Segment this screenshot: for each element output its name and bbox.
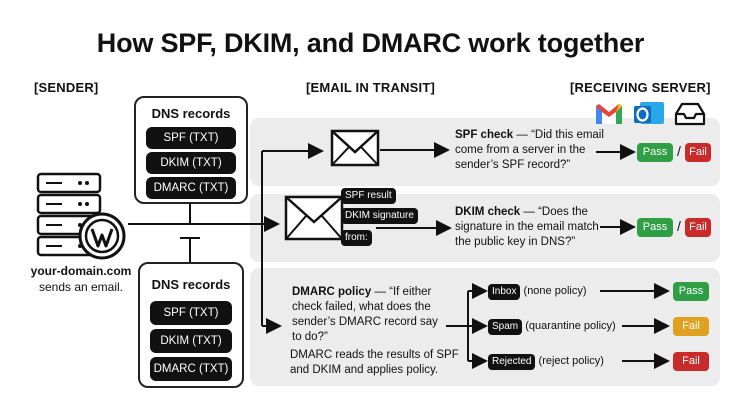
dkim-txt-record: DKIM (TXT)	[146, 152, 236, 174]
dkim-check-text: DKIM check — “Does the signature in the …	[455, 205, 605, 250]
outcome-tag: Inbox	[488, 284, 521, 300]
dkim-fail-badge: Fail	[685, 218, 711, 237]
dkim-check-question: — “Does the signature in the email match…	[455, 206, 599, 248]
spf-result-tag: SPF result	[341, 188, 396, 204]
spf-check-text: SPF check — “Did this email come from a …	[455, 128, 605, 173]
dmarc-txt-record: DMARC (TXT)	[150, 357, 232, 381]
dmarc-policy-text: DMARC policy — “If either check failed, …	[292, 285, 442, 345]
from-tag: from:	[341, 230, 372, 246]
outcome-policy: (reject policy)	[538, 355, 604, 367]
outcome-tag: Spam	[488, 319, 523, 335]
spam-result-badge: Fail	[673, 317, 709, 336]
dns-records-box-top: DNS records SPF (TXT) DKIM (TXT) DMARC (…	[134, 96, 248, 204]
spf-separator: /	[677, 143, 681, 159]
outcome-rejected: Rejected (reject policy)	[488, 353, 604, 370]
dns-records-heading: DNS records	[151, 106, 231, 121]
transit-column-heading: [EMAIL IN TRANSIT]	[306, 80, 436, 95]
sender-caption: sends an email.	[38, 280, 124, 294]
sender-column-heading: [SENDER]	[34, 80, 99, 95]
dmarc-policy-label: DMARC policy	[292, 286, 372, 298]
rejected-result-badge: Fail	[673, 352, 709, 371]
outcome-spam: Spam (quarantine policy)	[488, 318, 616, 335]
outcome-policy: (quarantine policy)	[525, 320, 616, 332]
outcome-policy: (none policy)	[523, 285, 587, 297]
dkim-pass-badge: Pass	[637, 218, 673, 237]
outcome-inbox: Inbox (none policy)	[488, 283, 587, 300]
dkim-txt-record: DKIM (TXT)	[150, 329, 232, 353]
spf-check-question: — “Did this email come from a server in …	[455, 129, 604, 171]
dmarc-txt-record: DMARC (TXT)	[146, 177, 236, 199]
dkim-check-label: DKIM check	[455, 206, 521, 218]
inbox-result-badge: Pass	[673, 282, 709, 301]
receiver-column-heading: [RECEIVING SERVER]	[570, 80, 711, 95]
outcome-tag: Rejected	[488, 354, 536, 370]
dns-records-box-bottom: DNS records SPF (TXT) DKIM (TXT) DMARC (…	[138, 262, 244, 388]
dkim-signature-tag: DKIM signature	[341, 208, 418, 224]
spf-txt-record: SPF (TXT)	[150, 301, 232, 325]
spf-check-label: SPF check	[455, 129, 514, 141]
spf-fail-badge: Fail	[685, 143, 711, 162]
diagram-title: How SPF, DKIM, and DMARC work together	[96, 28, 645, 58]
dmarc-policy-question: — “If either check failed, what does the…	[292, 286, 438, 343]
spf-pass-badge: Pass	[637, 143, 673, 162]
spf-txt-record: SPF (TXT)	[146, 127, 236, 149]
sender-domain: your-domain.com	[30, 264, 132, 278]
dkim-separator: /	[677, 218, 681, 234]
dns-records-heading: DNS records	[151, 277, 231, 292]
dmarc-note: DMARC reads the results of SPF and DKIM …	[290, 349, 459, 376]
